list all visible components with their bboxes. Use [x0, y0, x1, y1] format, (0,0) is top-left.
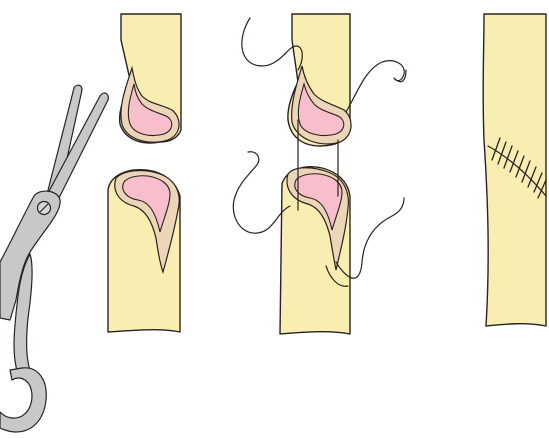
surgical-scissors-icon [0, 85, 108, 432]
panel-suture-placement [233, 14, 406, 334]
suture-thread-right-upper [346, 61, 406, 112]
panel-anastomosis-complete [483, 14, 546, 326]
scissor-finger-ring [0, 368, 46, 432]
repaired-vessel [483, 14, 546, 326]
panel-cut-vessel [108, 14, 181, 332]
